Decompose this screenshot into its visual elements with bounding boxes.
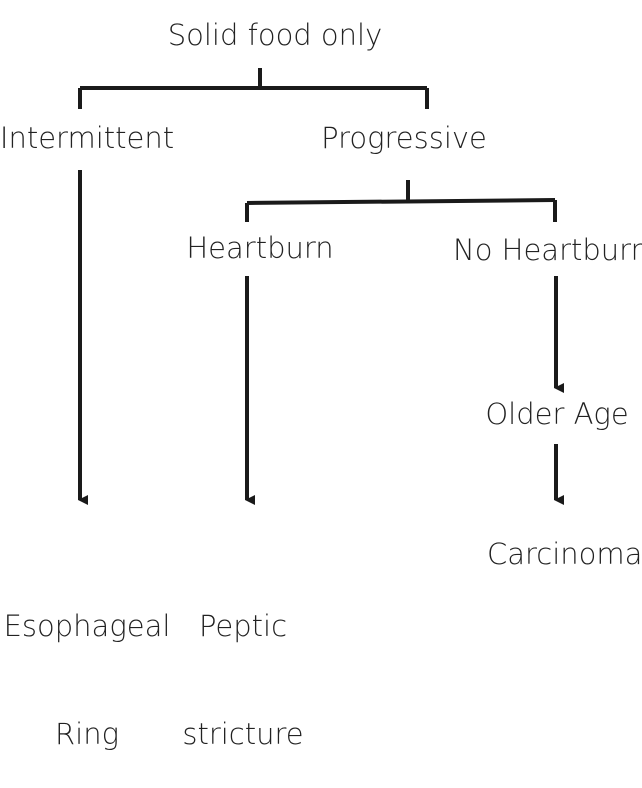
node-no-heartburn: No Heartburn [453, 233, 642, 267]
node-progressive: Progressive [321, 121, 487, 155]
node-older-age: Older Age [485, 397, 629, 431]
node-esophageal-ring: Esophageal Ring [4, 536, 171, 788]
node-intermittent: Intermittent [0, 121, 175, 155]
esophageal-ring-line-1: Esophageal [3, 609, 171, 643]
peptic-stricture-line-1: Peptic [198, 609, 288, 643]
esophageal-ring-line-2: Ring [55, 717, 119, 751]
node-solid-food-only: Solid food only [167, 18, 383, 52]
progressive-branch-connector [245, 180, 557, 222]
peptic-stricture-line-2: stricture [182, 717, 304, 751]
node-peptic-stricture: Peptic stricture [182, 536, 303, 788]
root-branch-connector [78, 68, 429, 109]
node-heartburn: Heartburn [186, 231, 334, 265]
flowchart-connectors [78, 68, 564, 505]
node-carcinoma: Carcinoma [487, 537, 642, 571]
